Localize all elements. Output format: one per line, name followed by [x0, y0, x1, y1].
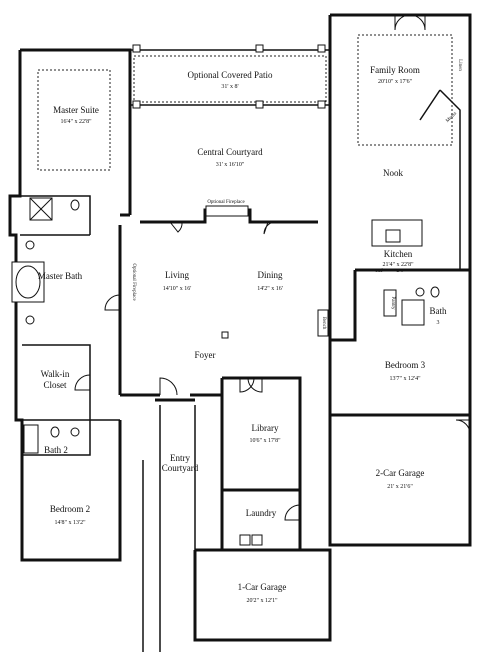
room-dimension: 20'10" x 17'6": [378, 79, 413, 85]
fireplace-icon: [205, 205, 249, 217]
closet-bath2-walls: [22, 344, 120, 456]
room-name: Closet: [43, 380, 67, 390]
room-name: Central Courtyard: [197, 147, 263, 157]
room-name: Laundry: [246, 508, 277, 518]
cooktop-icon: [385, 229, 401, 243]
room-name: Foyer: [195, 350, 216, 360]
entry-courtyard-lines: [142, 405, 196, 652]
room-dimension: 21'4" x 22'8": [382, 262, 414, 268]
room-name: Walk-in: [41, 369, 70, 379]
fixture-label: Pantry: [390, 296, 395, 310]
room-name: Kitchen: [384, 249, 413, 259]
room-name: Nook: [383, 168, 403, 178]
bedroom3-wall: [328, 268, 472, 417]
patio-outline: [133, 55, 327, 103]
fixtures: [11, 89, 461, 546]
master-suite-bed-outline: [37, 69, 111, 171]
kitchen-counter: [419, 89, 461, 270]
fixture-label: Dw: [396, 269, 404, 274]
sink-icon: [415, 287, 425, 297]
master-suite-wall: [20, 48, 132, 215]
toilet-icon: [70, 199, 80, 211]
sink-icon: [25, 315, 35, 325]
pantry-box: [383, 289, 397, 317]
room-dimension: 14'10" x 16': [163, 286, 192, 292]
room-name: Dining: [257, 270, 283, 280]
toilet-icon: [430, 286, 440, 298]
room-name: Optional Covered Patio: [188, 70, 273, 80]
room-dimension: 31' x 8': [221, 84, 238, 90]
room-name: Master Suite: [53, 105, 99, 115]
room-number: 3: [437, 320, 440, 326]
room-name: Optional Fireplace: [207, 200, 245, 205]
master-bath-walls: [20, 195, 91, 236]
one-car-garage-wall: [193, 548, 332, 642]
two-car-garage-wall: [328, 415, 472, 547]
sink-icon: [25, 240, 35, 250]
room-dimension: 14'2" x 16': [257, 286, 283, 292]
bath3-wall: [330, 270, 357, 342]
fixture-label: Optional Fireplace: [131, 263, 136, 301]
family-room-wall: [330, 13, 472, 270]
walls: [8, 13, 472, 652]
fixture-label: Bench: [321, 317, 326, 330]
bathtub-icon: [23, 424, 39, 454]
room-dimension: 13'7" x 12'4": [389, 376, 421, 382]
room-name: Bedroom 2: [50, 504, 90, 514]
patio-posts: [132, 44, 326, 109]
toilet-icon: [50, 426, 60, 438]
column-icon: [221, 331, 229, 339]
washer-icon: [239, 534, 251, 546]
room-name: Bedroom 3: [385, 360, 426, 370]
fixture-label: Ref: [375, 269, 383, 274]
room-name: Bath 2: [44, 445, 68, 455]
bathtub-icon: [401, 299, 425, 326]
room-name: Library: [252, 423, 279, 433]
room-name: Master Bath: [38, 271, 83, 281]
media-niche: [317, 309, 329, 337]
room-name: Living: [165, 270, 189, 280]
family-room-outline: [357, 34, 453, 146]
room-name: 1-Car Garage: [238, 582, 287, 592]
doors: [74, 14, 471, 521]
room-dimension: 14'8" x 13'2": [54, 520, 86, 526]
room-name: Family Room: [370, 65, 420, 75]
bathtub-icon: [15, 265, 41, 299]
dryer-icon: [251, 534, 263, 546]
fixture-label: Linen: [457, 59, 462, 71]
room-dimension: 31' x 16'10": [216, 162, 245, 168]
room-labels: Optional Covered Patio 31' x 8' Family R…: [38, 65, 447, 604]
room-dimension: 16'4" x 22'8": [60, 119, 92, 125]
west-wall: [8, 50, 122, 562]
room-dimension: 10'6" x 17'8": [249, 438, 281, 444]
sink-icon: [70, 427, 80, 437]
room-dimension: 20'2" x 12'1": [246, 598, 278, 604]
room-dimension: 21' x 21'6": [387, 484, 413, 490]
room-name: Bath: [430, 306, 447, 316]
room-name: Entry: [170, 453, 190, 463]
library-wall: [220, 376, 302, 492]
room-name: 2-Car Garage: [376, 468, 425, 478]
room-name: Courtyard: [162, 463, 199, 473]
